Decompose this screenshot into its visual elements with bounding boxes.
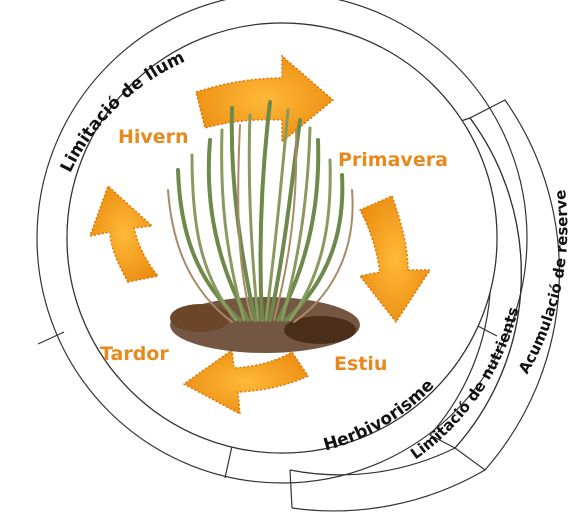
season-label-autumn: Tardor	[100, 343, 169, 365]
outer-band-bottom	[290, 448, 485, 511]
ring-divider	[225, 446, 232, 478]
season-label-spring: Primavera	[338, 149, 448, 171]
season-label-summer: Estiu	[334, 353, 387, 375]
season-label-winter: Hivern	[118, 126, 189, 148]
